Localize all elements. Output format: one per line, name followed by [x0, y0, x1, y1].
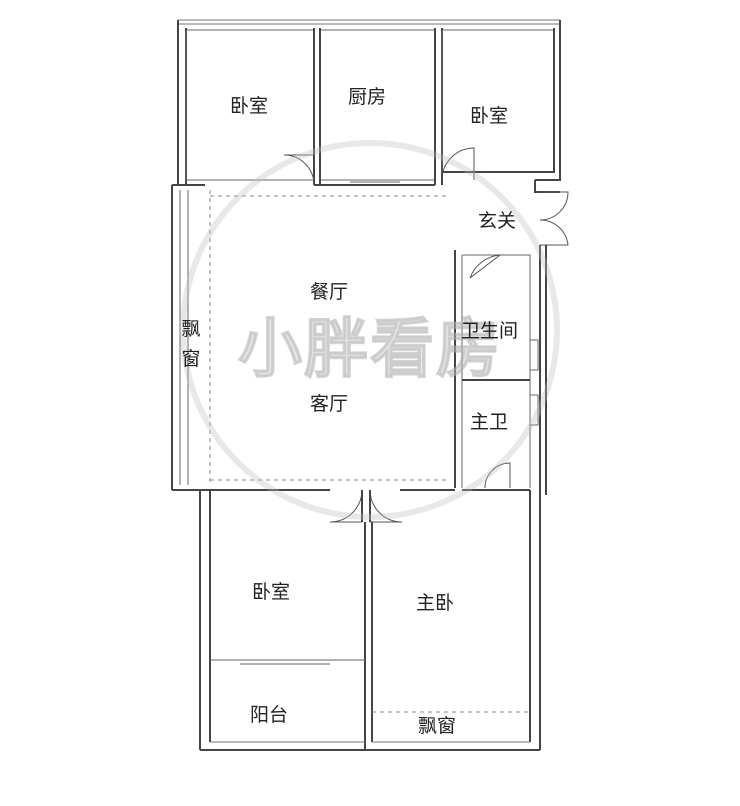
room-label-bedroom-nw: 卧室	[230, 95, 269, 117]
room-label-bay-window-south: 飘窗	[418, 715, 457, 737]
entrance-door	[534, 180, 569, 495]
room-label-master-bedroom: 主卧	[416, 592, 455, 614]
room-label-entrance: 玄关	[478, 210, 517, 232]
middle-partition	[210, 489, 530, 523]
top-windows	[178, 19, 560, 25]
room-label-bathroom: 卫生间	[461, 320, 519, 342]
room-label-bedroom-ne: 卧室	[470, 105, 509, 127]
top-walls	[177, 20, 561, 186]
room-label-living: 客厅	[310, 393, 349, 415]
room-label-master-bath: 主卫	[470, 411, 509, 433]
living-walls	[210, 195, 463, 488]
room-label-balcony: 阳台	[250, 704, 289, 726]
room-label-bedroom-sw: 卧室	[252, 581, 291, 603]
top-doors	[283, 147, 475, 186]
room-label-kitchen: 厨房	[348, 86, 387, 108]
room-label-bay-window-west: 飘窗	[181, 318, 201, 370]
bathrooms	[462, 254, 539, 489]
south-walls	[199, 490, 541, 751]
west-bay-window	[171, 184, 211, 491]
room-label-dining: 餐厅	[310, 281, 349, 303]
